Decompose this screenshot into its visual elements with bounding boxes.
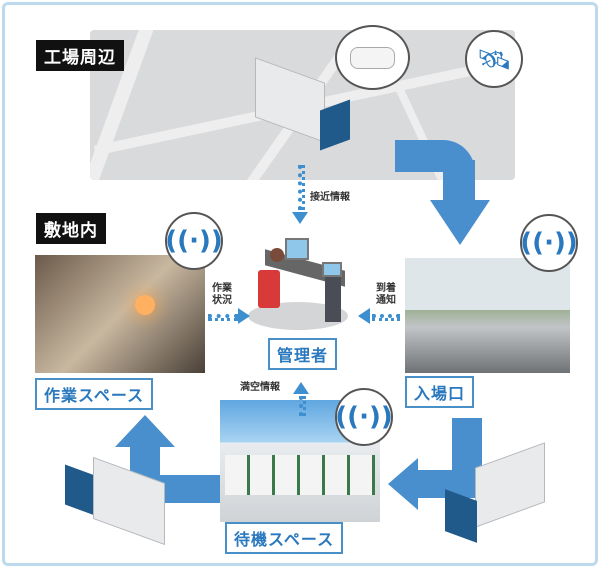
zone-label-inside: 敷地内 [36,213,106,244]
flow-label-work-status: 作業状況 [212,283,232,306]
work-space-photo [35,255,205,373]
truck-icon [255,57,365,160]
entrance-photo [405,258,570,373]
approach-dotted-line [298,165,305,210]
wireless-signal-icon: ((·)) [520,214,578,272]
vacancy-dotted-line [299,396,306,416]
flow-label-vacancy: 満空情報 [240,382,280,393]
node-label-work-space: 作業スペース [35,378,154,410]
truck-icon [440,442,550,545]
flow-label-arrival: 到着通知 [376,283,396,306]
node-label-waiting-space: 待機スペース [225,522,344,554]
node-label-manager: 管理者 [268,338,338,370]
work-status-dotted-line [208,314,238,321]
zone-label-outside: 工場周辺 [36,40,124,71]
wireless-signal-icon: ((·)) [335,388,393,446]
arrow-left-icon [358,308,370,324]
satellite-icon: 🛰 [465,30,523,88]
arrow-down-icon [292,212,308,224]
arrow-right-icon [238,308,250,324]
arrow-up-icon [293,382,309,394]
truck-icon [65,456,175,550]
flow-label-approach: 接近情報 [310,192,350,203]
wireless-signal-icon: ((·)) [165,212,223,270]
arrival-dotted-line [372,314,400,321]
gps-device-icon [335,25,410,90]
node-label-entrance: 入場口 [405,376,475,408]
